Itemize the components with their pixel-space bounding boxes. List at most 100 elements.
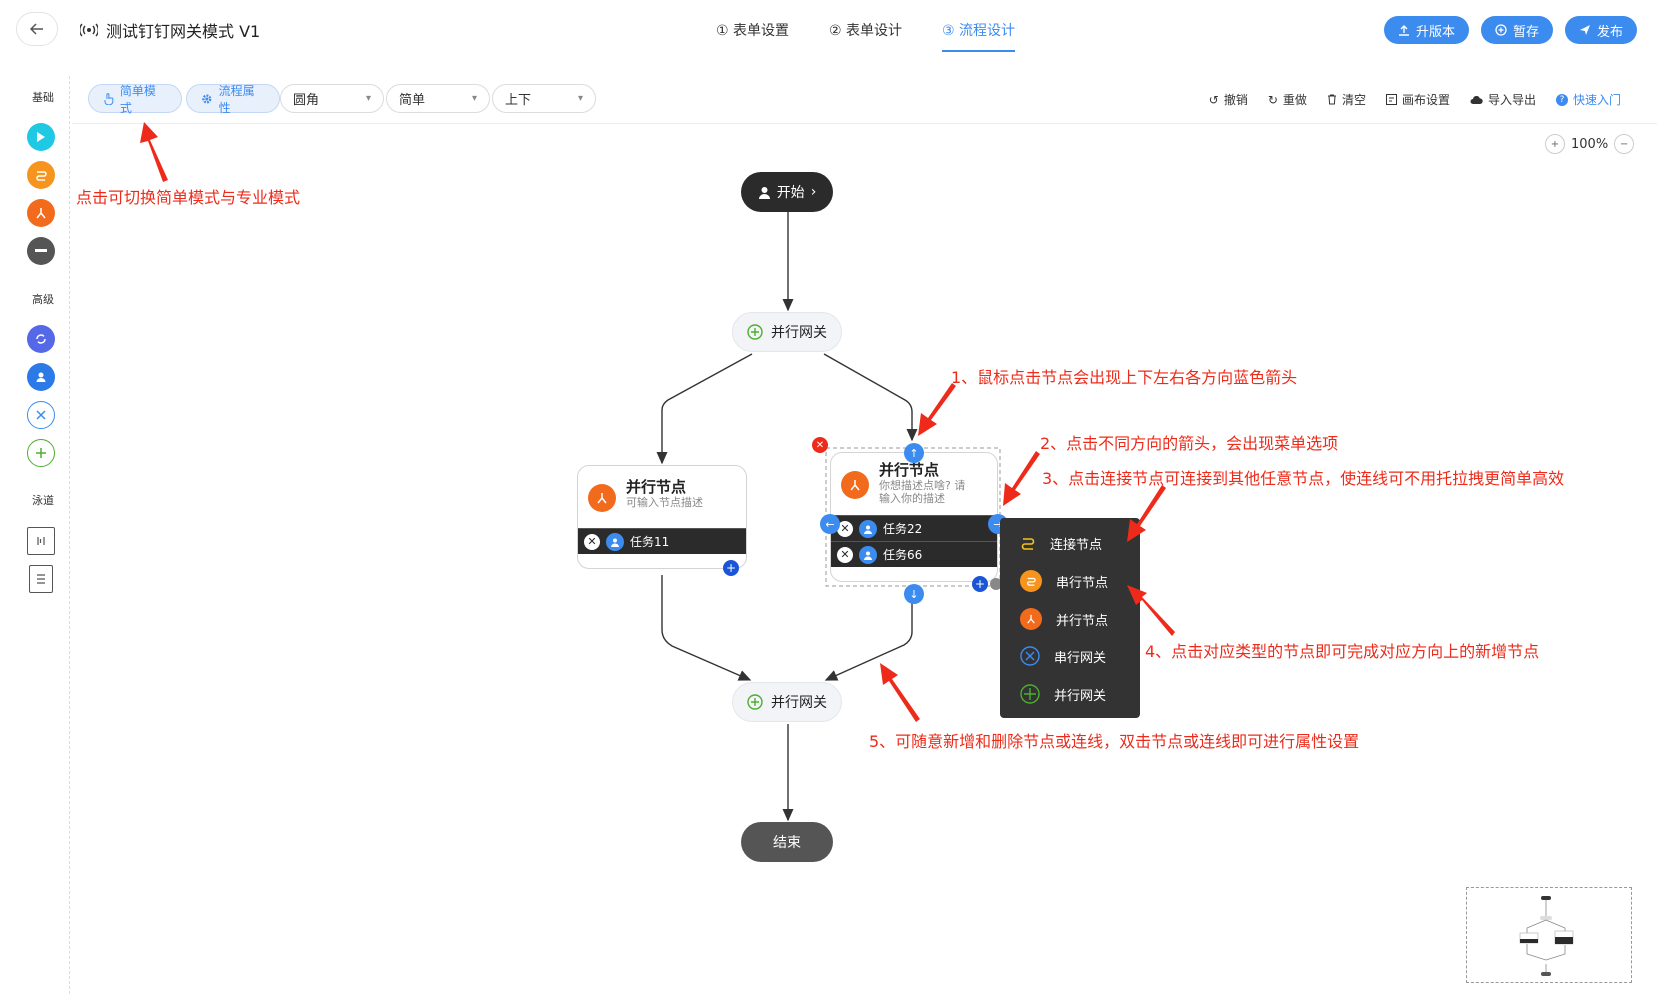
parallel-gateway-top[interactable]: 并行网关 — [732, 312, 842, 352]
menu-parallel-gateway-label: 并行网关 — [1054, 688, 1107, 704]
gateway-bottom-label: 并行网关 — [771, 695, 827, 711]
resize-handle[interactable] — [990, 578, 1002, 590]
direction-value: 上下 — [505, 93, 532, 108]
add-connection-dot[interactable]: + — [972, 576, 988, 592]
user-icon — [758, 186, 770, 199]
back-button[interactable] — [16, 12, 58, 46]
toolbar: 简单模式 流程属性 圆角 ▾ 简单 ▾ 上下 ▾ ↺ 撤销 ↻ 重做 清空 画布… — [72, 76, 1657, 124]
right-node-desc-1: 你想描述点啥? 请 — [879, 479, 966, 492]
simple-mode-label: 简单模式 — [119, 83, 156, 115]
left-node-head: 并行节点 可输入节点描述 — [578, 466, 746, 528]
import-export-label: 导入导出 — [1487, 93, 1536, 107]
edge-left-to-gateway — [661, 575, 752, 681]
end-node[interactable]: 结束 — [741, 822, 833, 862]
remove-task-icon[interactable]: ✕ — [837, 546, 853, 563]
chevron-right-icon: › — [810, 184, 817, 200]
undo-icon: ↺ — [1208, 92, 1219, 107]
canvas-settings-button[interactable]: 画布设置 — [1385, 91, 1450, 108]
gear-icon — [202, 93, 212, 104]
add-connection-dot[interactable]: + — [723, 560, 739, 576]
menu-item-parallel-gateway[interactable]: 并行网关 — [1020, 684, 1106, 704]
parallel-gateway-bottom[interactable]: 并行网关 — [732, 682, 842, 722]
remove-task-icon[interactable]: ✕ — [837, 520, 853, 537]
corner-style-value: 圆角 — [293, 93, 320, 108]
clear-button[interactable]: 清空 — [1327, 91, 1366, 108]
serial-gateway-icon — [1020, 646, 1040, 666]
annotation-0: 点击可切换简单模式与专业模式 — [76, 188, 301, 207]
user-icon — [859, 545, 877, 564]
send-icon — [1579, 25, 1590, 35]
menu-item-serial-gateway[interactable]: 串行网关 — [1020, 646, 1106, 666]
flow-props-button[interactable]: 流程属性 — [186, 84, 280, 115]
toolbar-actions: ↺ 撤销 ↻ 重做 清空 画布设置 导入导出 ? 快速入门 — [1209, 91, 1621, 108]
serial-gateway-icon[interactable] — [27, 401, 55, 429]
line-style-value: 简单 — [399, 93, 426, 108]
publish-button[interactable]: 发布 — [1564, 16, 1637, 44]
annotation-3: 3、点击连接节点可连接到其他任意节点，使连线可不用托拉拽更简单高效 — [1042, 469, 1565, 488]
arrow-left-icon[interactable]: ← — [820, 514, 840, 534]
minimap-preview — [1519, 896, 1574, 976]
start-node-label: 开始 — [776, 185, 805, 201]
connect-icon — [1021, 537, 1035, 550]
edge-gateway-to-right — [823, 353, 918, 442]
lane-vertical-icon[interactable] — [29, 565, 53, 593]
upgrade-version-button[interactable]: 升版本 — [1383, 16, 1469, 44]
subprocess-icon[interactable] — [27, 325, 55, 353]
undo-button[interactable]: ↺ 撤销 — [1209, 91, 1248, 108]
task-row[interactable]: ✕ 任务66 — [831, 541, 997, 567]
lane-horizontal-icon[interactable] — [27, 527, 55, 555]
chevron-down-icon: ▾ — [577, 93, 583, 104]
page-title: 测试钉钉网关模式 V1 — [106, 22, 261, 41]
arrow-down-icon[interactable]: ↓ — [904, 584, 924, 604]
tab-form-settings[interactable]: ① 表单设置 — [716, 23, 790, 39]
end-node-icon[interactable] — [27, 237, 55, 265]
zoom-out-button[interactable]: − — [1614, 134, 1635, 154]
arrow-up-icon[interactable]: ↑ — [904, 443, 924, 463]
chevron-down-icon: ▾ — [365, 93, 371, 104]
line-style-select[interactable]: 简单 ▾ — [386, 84, 490, 113]
menu-item-serial-node[interactable]: 串行节点 — [1020, 570, 1108, 592]
import-export-button[interactable]: 导入导出 — [1470, 91, 1536, 108]
canvas-icon — [1385, 94, 1397, 105]
task-label: 任务11 — [630, 535, 670, 549]
task-row[interactable]: ✕ 任务11 — [578, 528, 746, 554]
left-parallel-node[interactable]: 并行节点 可输入节点描述 ✕ 任务11 — [577, 465, 747, 569]
minimap[interactable] — [1466, 887, 1632, 983]
serial-node-icon[interactable] — [27, 161, 55, 189]
annotation-1: 1、鼠标点击节点会出现上下左右各方向蓝色箭头 — [951, 368, 1298, 387]
simple-mode-button[interactable]: 简单模式 — [88, 83, 182, 115]
task-row[interactable]: ✕ 任务22 — [831, 515, 997, 541]
parallel-node-icon[interactable] — [27, 199, 55, 227]
user-task-icon[interactable] — [27, 363, 55, 391]
annotation-arrow-0 — [140, 122, 168, 182]
delete-node-icon[interactable]: ✕ — [812, 437, 828, 453]
menu-serial-node-label: 串行节点 — [1056, 575, 1109, 591]
start-node-icon[interactable] — [27, 123, 55, 151]
tab-form-design[interactable]: ② 表单设计 — [829, 23, 903, 39]
tab-flow-design[interactable]: ③ 流程设计 — [942, 20, 1016, 52]
annotation-2: 2、点击不同方向的箭头，会出现菜单选项 — [1040, 434, 1339, 453]
menu-item-parallel-node[interactable]: 并行节点 — [1020, 608, 1108, 630]
remove-task-icon[interactable]: ✕ — [584, 533, 600, 550]
header-actions: 升版本 暂存 发布 — [1383, 16, 1637, 44]
user-icon — [606, 532, 624, 551]
quick-start-label: 快速入门 — [1572, 93, 1621, 107]
edge-right-to-gateway — [824, 600, 913, 681]
arrow-left-icon — [30, 23, 43, 35]
direction-select[interactable]: 上下 ▾ — [492, 84, 596, 113]
node-palette: 基础 高级 泳道 — [16, 76, 70, 994]
redo-button[interactable]: ↻ 重做 — [1268, 91, 1307, 108]
parallel-node-icon — [1020, 608, 1042, 630]
task-label: 任务66 — [883, 548, 923, 562]
start-node[interactable]: 开始 › — [741, 172, 833, 212]
zoom-in-button[interactable]: + — [1545, 134, 1565, 154]
save-draft-button[interactable]: 暂存 — [1480, 16, 1553, 44]
menu-item-connect[interactable]: 连接节点 — [1020, 534, 1102, 553]
corner-style-select[interactable]: 圆角 ▾ — [280, 84, 384, 113]
quick-start-link[interactable]: ? 快速入门 — [1555, 91, 1621, 108]
parallel-gateway-icon[interactable] — [27, 439, 55, 467]
plus-circle-icon — [747, 324, 763, 340]
add-node-menu: 连接节点 串行节点 并行节点 串行网关 并行网关 — [1000, 518, 1140, 718]
hand-pointer-icon — [104, 92, 114, 105]
